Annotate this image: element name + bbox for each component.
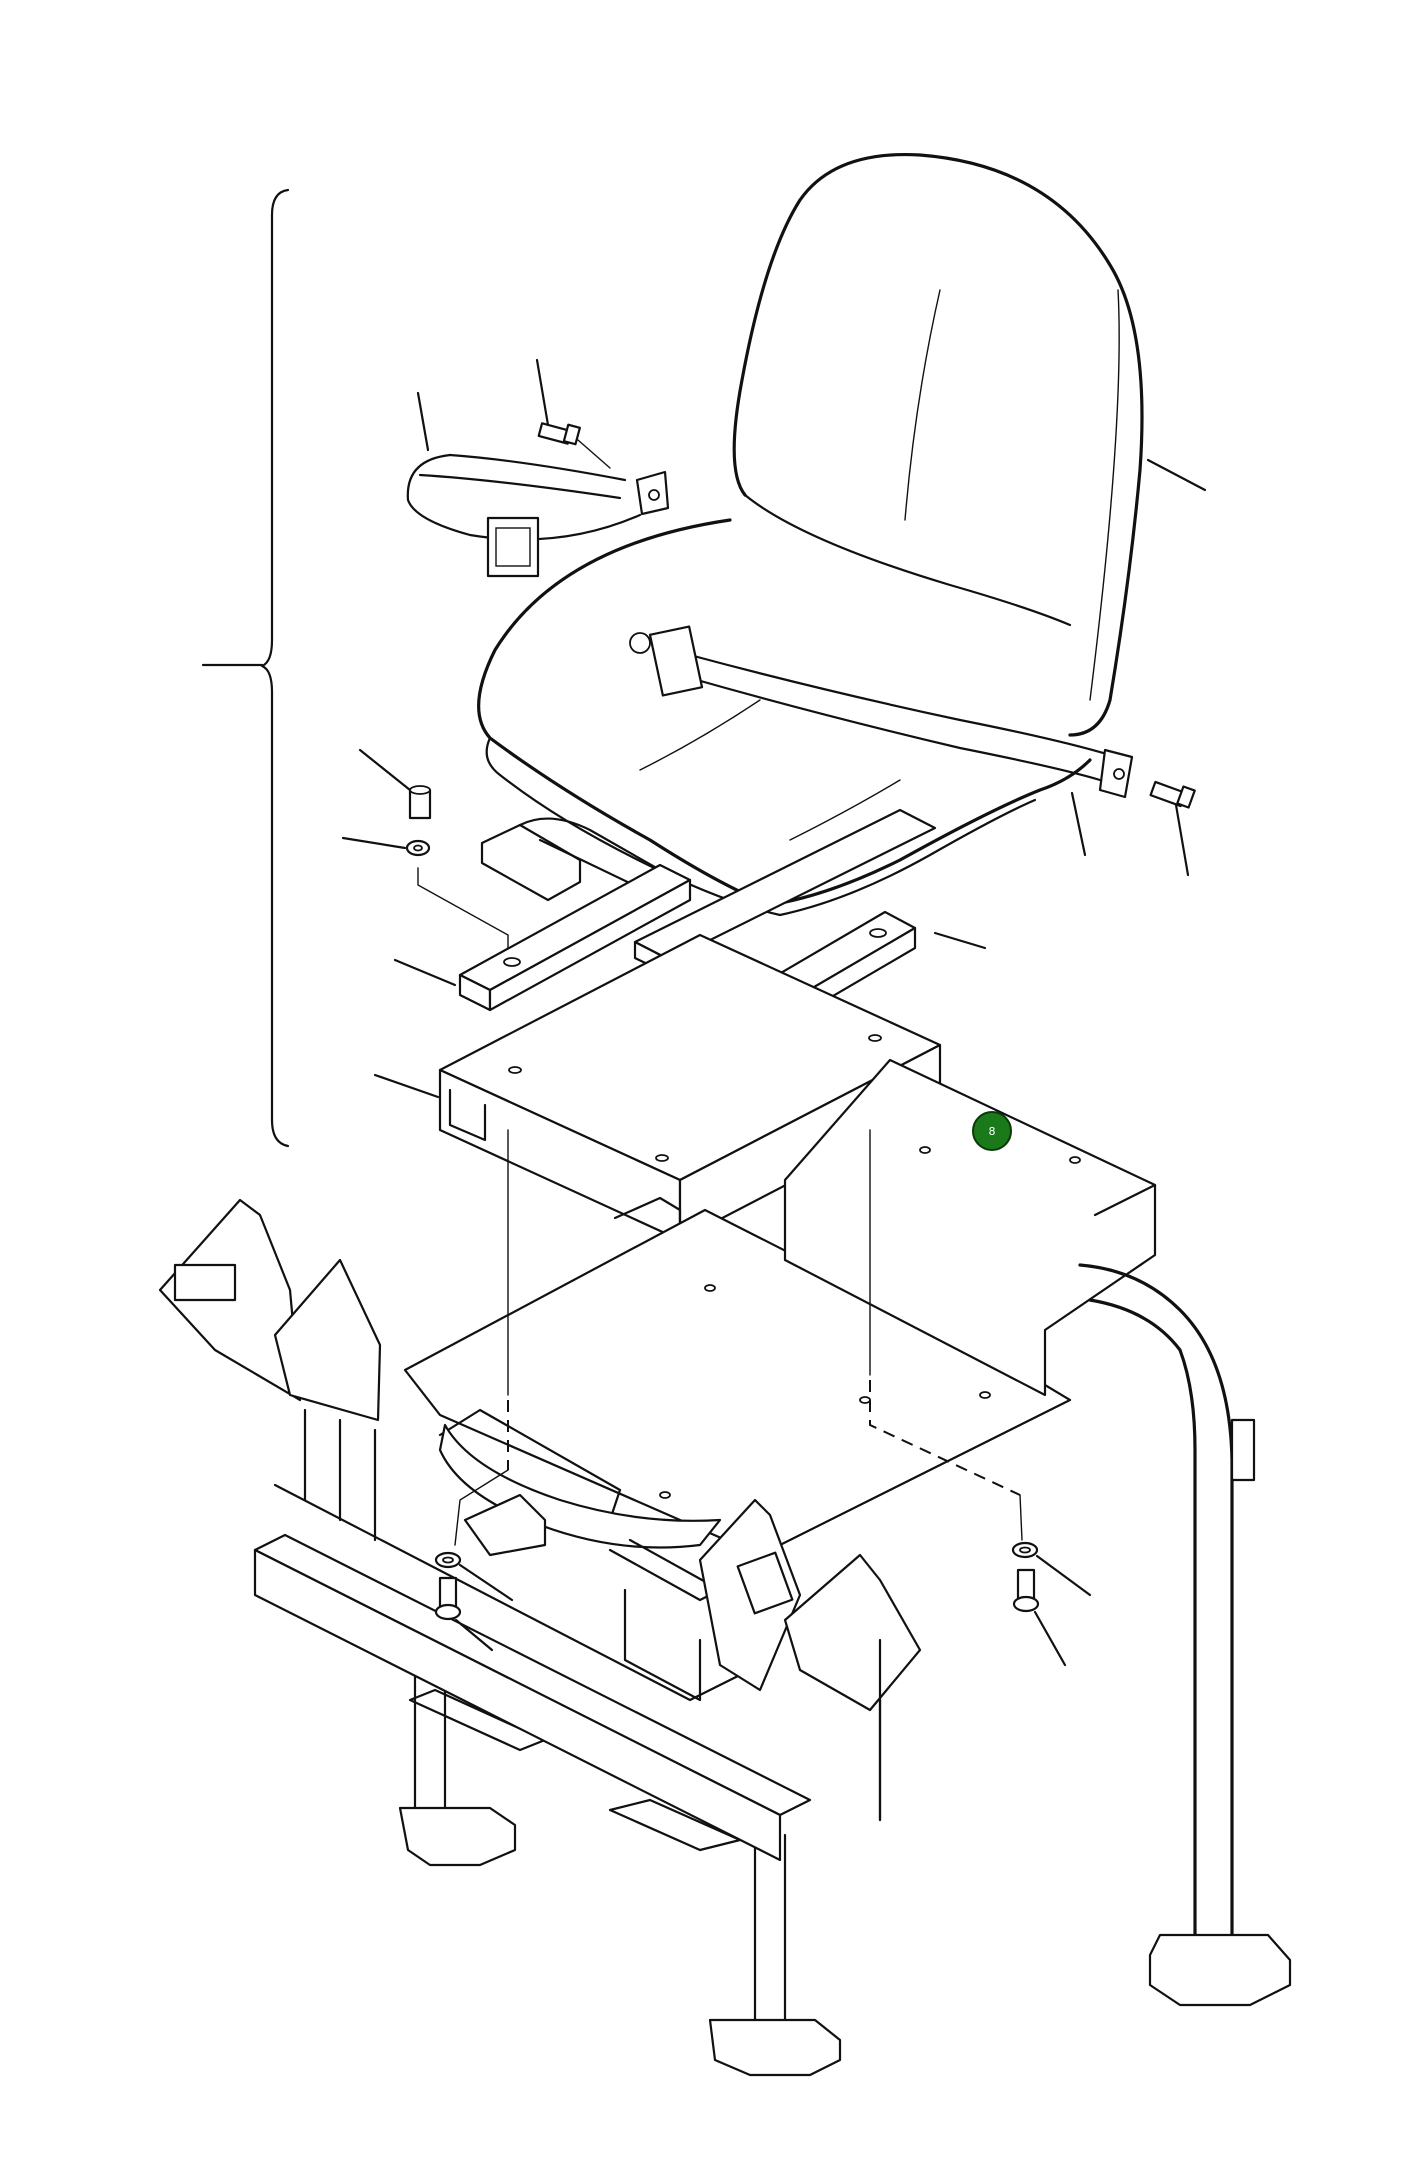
leader-rail-left bbox=[393, 958, 457, 987]
callout-circle[interactable] bbox=[972, 1111, 1012, 1151]
leader-backrest bbox=[1146, 458, 1207, 492]
leader-frame-washer-right bbox=[1035, 1554, 1092, 1597]
leader-belt-installed bbox=[1070, 791, 1087, 857]
frame-washer-left bbox=[434, 1551, 462, 1569]
seat-frame bbox=[158, 1058, 1292, 2077]
leader-rail-bolt bbox=[358, 748, 412, 792]
seat-mount-bracket bbox=[480, 817, 662, 902]
leader-seat-base bbox=[373, 1073, 440, 1099]
frame-washer-right bbox=[1011, 1541, 1039, 1559]
callout-8[interactable]: 8 bbox=[972, 1111, 1012, 1151]
rail-bolt-upper-left bbox=[408, 785, 432, 820]
assembly-drop-lines bbox=[454, 1129, 1023, 1546]
leader-rail-right bbox=[933, 931, 987, 950]
seat-belt-exploded bbox=[406, 453, 670, 578]
callout-label: 8 bbox=[989, 1125, 996, 1138]
belt-bolt-right bbox=[1149, 780, 1196, 809]
leader-belt-exploded bbox=[416, 391, 430, 452]
assembly-bracket bbox=[260, 188, 290, 1148]
leader-belt-bolt-right bbox=[1174, 803, 1190, 877]
leader-rail-washer bbox=[341, 836, 407, 850]
seat-backrest bbox=[732, 152, 1144, 737]
leader-belt-bolt-left bbox=[535, 358, 550, 427]
leader-frame-bolt-right bbox=[1033, 1610, 1067, 1667]
frame-bolt-left bbox=[434, 1576, 462, 1621]
belt-bolt-left bbox=[537, 422, 581, 446]
leader-frame-bolt-left bbox=[454, 1618, 494, 1652]
seat-belt-installed bbox=[629, 625, 1134, 799]
leader-frame-washer-left bbox=[458, 1563, 514, 1602]
rail-washer-upper-left bbox=[405, 839, 431, 857]
frame-bolt-right bbox=[1012, 1568, 1040, 1613]
slide-rail-left bbox=[458, 863, 692, 1012]
